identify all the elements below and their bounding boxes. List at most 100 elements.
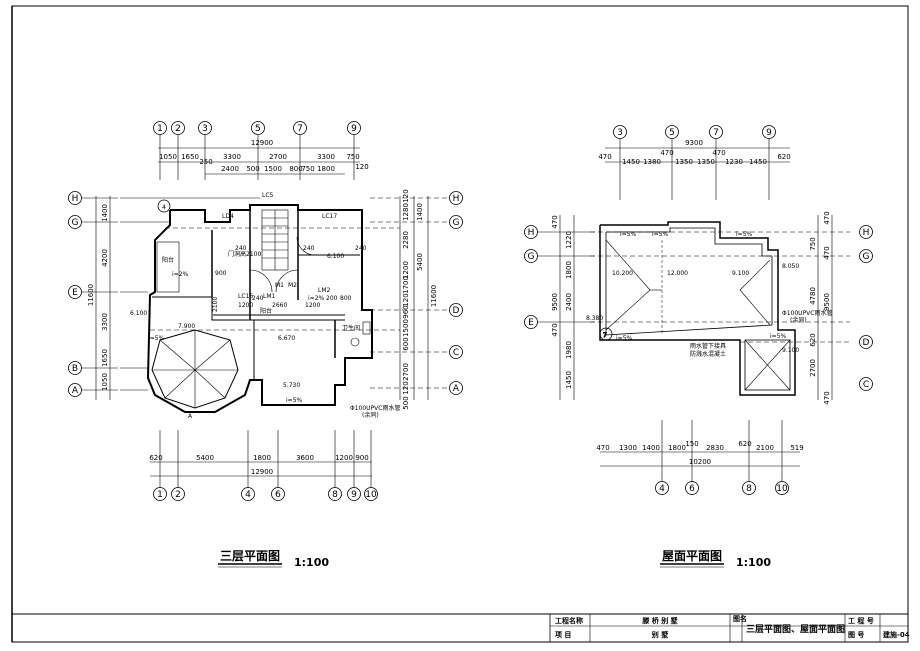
left-right-dim: 1200 [402,261,410,279]
axis-bubble [449,215,463,229]
label-dim: 1200 [238,302,253,309]
label-pipe-note: (余同) [362,411,379,419]
right-axis-7-label: 7 [603,332,607,339]
tb-project-name-label: 工程名称 [555,616,583,625]
left-top-dim: 1050 [159,153,177,161]
left-right-dim: 1500 [402,319,410,337]
right-plan-scale: 1:100 [736,556,771,569]
left-top-dim: 750 [346,153,359,161]
axis-label: D [453,306,460,316]
axis-bubble [859,377,873,391]
left-top-dim: 2700 [269,153,287,161]
label-slope: i=2% [308,295,325,302]
left-plan-labels: LC5 LC17 LD4 LC16 LM1 LM2 M1 M2 门洞高2100 … [130,192,400,420]
axis-bubble [347,121,361,135]
label-dim: 240 [252,295,264,302]
tb-item-label: 项 目 [555,630,571,639]
left-right-dim: 1400 [416,203,424,221]
right-left-total: 9500 [551,293,559,311]
right-top-dim: 1380 [643,158,661,166]
roof-level: 8.050 [782,263,799,270]
right-top-dim: 1450 [622,158,640,166]
right-plan-title: 屋面平面图 [662,549,722,563]
label-dim: 2100 [212,297,219,312]
label-level: 6.670 [278,335,295,342]
left-left-total: 11600 [87,284,95,306]
axis-label: 3 [617,128,623,138]
tb-project-name: 滕 桥 别 墅 [641,616,677,625]
axis-label: 8 [332,490,338,500]
left-right-dim: 2280 [402,231,410,249]
right-right-dim: 470 [823,391,831,404]
axis-bubble [859,249,873,263]
left-right-total: 5400 [416,253,424,271]
axis-bubble [449,345,463,359]
left-bottom-dim: 3600 [296,454,314,462]
axis-bubble [762,125,776,139]
label-ld4: LD4 [222,213,234,220]
right-bottom-dim: 2100 [756,444,774,452]
roof-slope: i=5% [652,231,669,238]
left-top-dim2: 500 [246,165,259,173]
label-slope: i=5% [286,397,303,404]
axis-bubble [655,481,669,495]
label-m1: M1 [275,282,284,289]
left-top-dim: 1650 [181,153,199,161]
axis-label: E [528,318,534,328]
label-pipe: Φ100UPVC雨水管 [350,404,400,412]
left-top-total: 12900 [251,139,273,147]
label-balcony: 阳台 [260,307,272,315]
axis-bubble [524,315,538,329]
left-right-total: 11600 [430,285,438,307]
axis-label: G [453,218,460,228]
left-top-dim: 3300 [317,153,335,161]
axis-label: C [453,348,459,358]
roof-level: 8.380 [586,315,603,322]
left-right-dim: 500 [402,396,410,409]
left-bottom-dim: 620 [149,454,162,462]
axis-label: 1 [157,124,163,134]
roof-slope: i=5% [770,333,787,340]
right-left-dim: 470 [551,215,559,228]
roof-slope: i=5% [616,335,633,342]
axis-bubble [449,381,463,395]
tb-drawing-title: 三层平面图、屋面平面图 [746,624,845,635]
right-top-extra: 470 [660,149,673,157]
axis-bubble [241,487,255,501]
axis-label: D [863,338,870,348]
axis-label: A [453,384,460,394]
label-level: 6.100 [327,253,344,260]
label-m2: M2 [288,282,297,289]
right-right-dim: 4780 [809,287,817,305]
axis-bubble [524,225,538,239]
right-top-dim: 470 [598,153,611,161]
axis-bubble [449,303,463,317]
label-dim: 900 [215,270,227,277]
left-right-dim: 1280 [402,203,410,221]
axis-label: 7 [297,124,303,134]
right-left-dims: 470 1220 1800 2400 470 1980 1450 9500 [551,215,575,400]
axis-bubble [198,121,212,135]
label-slope: i=2% [172,271,189,278]
axis-label: H [72,194,79,204]
right-top-dim: 1350 [675,158,693,166]
left-left-dim: 1650 [101,349,109,367]
axis-bubble [364,487,378,501]
label-section-mark: A [188,413,193,420]
left-top-extra: 120 [355,163,368,171]
axis-label: G [72,218,79,228]
right-bottom-dim: 1800 [668,444,686,452]
right-bottom-dim: 2830 [706,444,724,452]
axis-bubble [859,225,873,239]
label-balcony: 阳台 [162,256,174,264]
tb-drawing-label: 图名 [733,614,747,623]
left-right-dim: 2700 [402,363,410,381]
left-bottom-dim: 5400 [196,454,214,462]
label-dim: 240 [303,245,315,252]
right-right-total: 9500 [823,293,831,311]
right-top-dims: 9300 470 1450 1380 1350 1350 1230 1450 6… [598,139,790,166]
roof-pipe-note: (余同) [790,316,807,324]
